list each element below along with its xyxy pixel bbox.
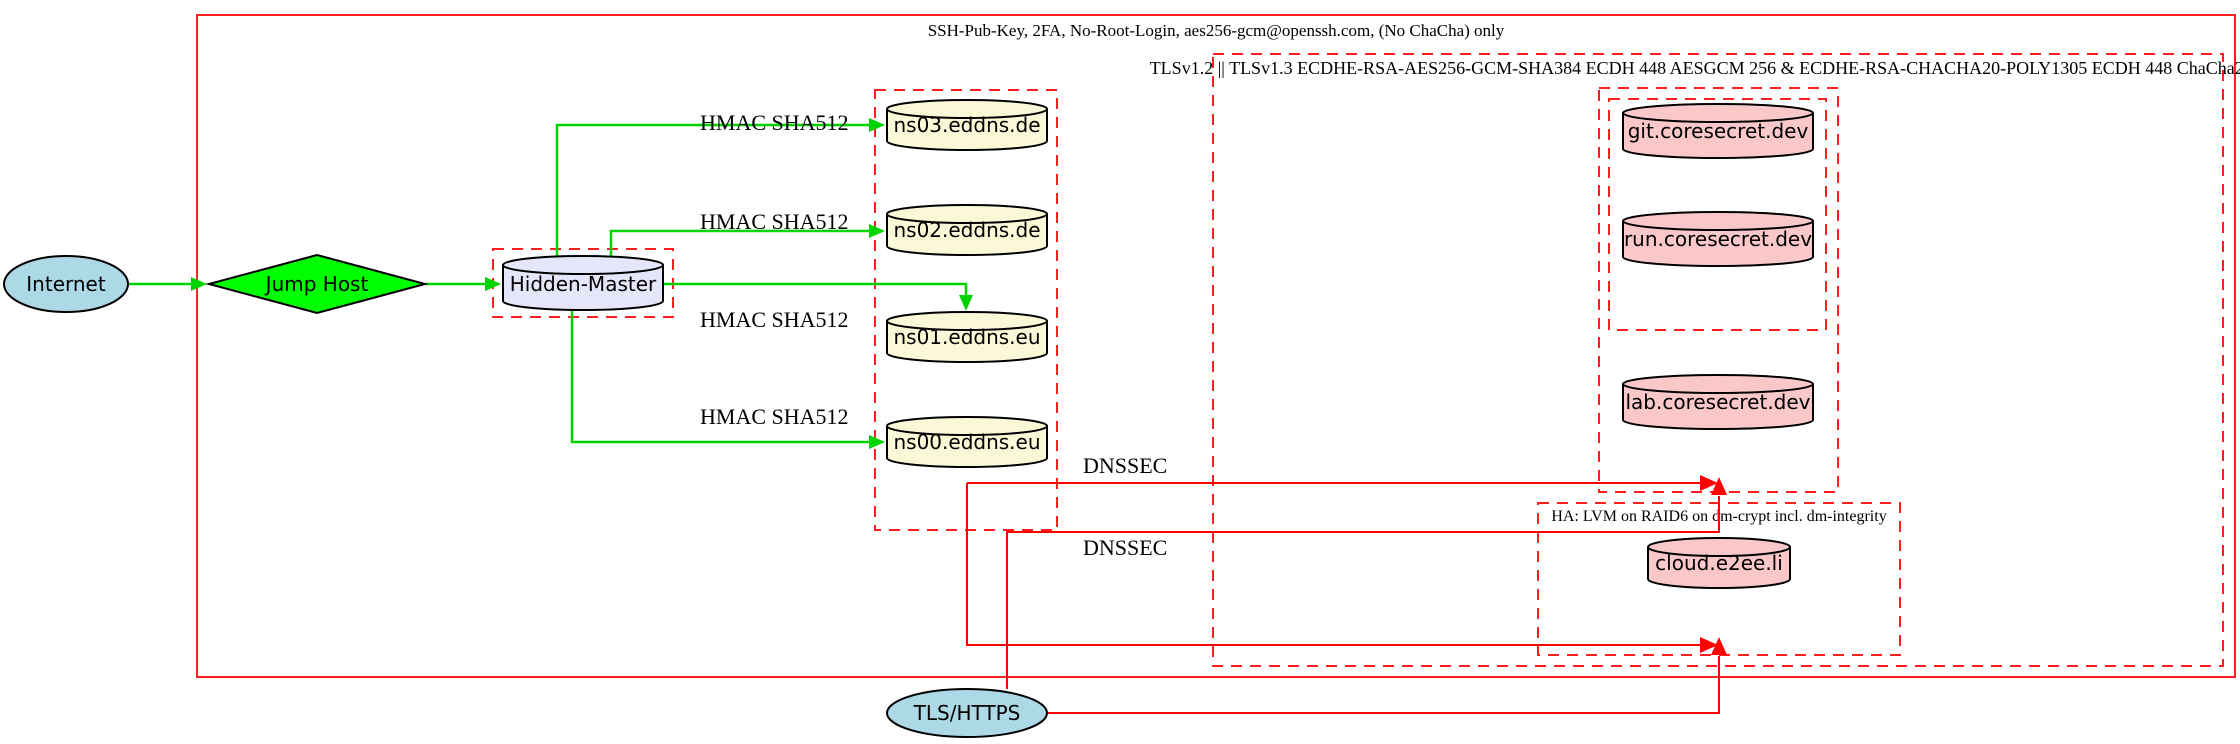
internet-ellipse: [3, 255, 129, 313]
cluster-git-run-box: [1608, 98, 1827, 331]
arrowhead-hiddenmaster-to-ns02: [869, 224, 885, 238]
node-ns03: ns03.eddns.de: [886, 99, 1048, 151]
node-hidden-master: Hidden-Master: [502, 255, 664, 311]
tls-https-ellipse: [886, 688, 1048, 738]
cluster-tls-box: [1212, 53, 2224, 667]
ns01-cylinder-top: [886, 311, 1048, 331]
cloud-cylinder-top: [1647, 537, 1791, 557]
git-cylinder-top: [1622, 103, 1814, 123]
cluster-tls-label: TLSv1.2 || TLSv1.3 ECDHE-RSA-AES256-GCM-…: [1150, 58, 2240, 78]
node-lab: lab.coresecret.dev: [1622, 374, 1814, 430]
edge-hiddenmaster-to-ns01: [663, 282, 968, 296]
node-internet-label: Internet: [26, 272, 106, 296]
edge-label-hmac-ns01: HMAC SHA512: [700, 307, 849, 332]
arrowhead-hiddenmaster-to-ns01: [959, 295, 973, 311]
node-ns02-label: ns02.eddns.de: [893, 218, 1040, 242]
node-ns01: ns01.eddns.eu: [886, 311, 1048, 363]
lab-cylinder: [1622, 384, 1814, 430]
node-hidden-master-label: Hidden-Master: [510, 272, 657, 296]
git-cylinder: [1622, 113, 1814, 159]
ns02-cylinder-top: [886, 204, 1048, 224]
arrowhead-dnssec-to-ha: [1700, 637, 1718, 653]
node-tls-https: TLS/HTTPS: [886, 688, 1048, 738]
node-lab-label: lab.coresecret.dev: [1625, 390, 1810, 414]
edge-label-hmac-ns03: HMAC SHA512: [700, 110, 849, 135]
node-ns00-label: ns00.eddns.eu: [893, 430, 1040, 454]
jump-host-diamond: [205, 253, 429, 315]
node-run-label: run.coresecret.dev: [1624, 227, 1812, 251]
arrowhead-tlshttps-to-coresecret: [1711, 477, 1727, 495]
cloud-cylinder: [1647, 547, 1791, 589]
edge-hiddenmaster-to-ns00: [570, 310, 870, 444]
edge-label-dnssec-2: DNSSEC: [1083, 535, 1167, 560]
node-ns02: ns02.eddns.de: [886, 204, 1048, 256]
node-cloud-label: cloud.e2ee.li: [1655, 551, 1783, 575]
arrowhead-internet-to-jumphost: [191, 277, 207, 291]
ns02-cylinder: [886, 214, 1048, 256]
ns00-cylinder: [886, 426, 1048, 468]
cluster-ssh-box: [196, 14, 2236, 678]
node-internet: Internet: [3, 255, 129, 313]
node-tls-https-label: TLS/HTTPS: [913, 701, 1021, 725]
ns03-cylinder: [886, 109, 1048, 151]
arrowhead-hiddenmaster-to-ns00: [869, 435, 885, 449]
edge-label-hmac-ns02: HMAC SHA512: [700, 209, 849, 234]
node-run: run.coresecret.dev: [1622, 211, 1814, 267]
lab-cylinder-top: [1622, 374, 1814, 394]
arrowhead-hiddenmaster-to-ns03: [869, 118, 885, 132]
run-cylinder: [1622, 221, 1814, 267]
arrowhead-jumphost-to-hiddenmaster: [485, 277, 501, 291]
node-ns03-label: ns03.eddns.de: [893, 113, 1040, 137]
node-jump-host: Jump Host: [205, 253, 429, 315]
arrowhead-dnssec-to-coresecret: [1700, 475, 1718, 491]
hidden-master-cylinder-top: [502, 255, 664, 275]
edge-label-hmac-ns00: HMAC SHA512: [700, 404, 849, 429]
ns03-cylinder-top: [886, 99, 1048, 119]
edge-hiddenmaster-to-ns03: [555, 123, 870, 258]
run-cylinder-top: [1622, 211, 1814, 231]
edge-tlshttps-to-coresecret: [1006, 496, 1720, 689]
node-ns01-label: ns01.eddns.eu: [893, 325, 1040, 349]
edge-tlshttps-to-ha: [1047, 656, 1720, 714]
node-cloud: cloud.e2ee.li: [1647, 537, 1791, 589]
edge-dnssec-to-ha: [966, 483, 1700, 646]
cluster-ssh-label: SSH-Pub-Key, 2FA, No-Root-Login, aes256-…: [928, 21, 1505, 40]
node-git: git.coresecret.dev: [1622, 103, 1814, 159]
ns00-cylinder-top: [886, 416, 1048, 436]
node-jump-host-label: Jump Host: [264, 272, 369, 296]
ns01-cylinder: [886, 321, 1048, 363]
edge-label-dnssec-1: DNSSEC: [1083, 453, 1167, 478]
node-git-label: git.coresecret.dev: [1628, 119, 1809, 143]
hidden-master-cylinder: [502, 265, 664, 311]
node-ns00: ns00.eddns.eu: [886, 416, 1048, 468]
arrowhead-tlshttps-to-ha: [1711, 637, 1727, 655]
edge-hiddenmaster-to-ns02: [609, 229, 870, 258]
